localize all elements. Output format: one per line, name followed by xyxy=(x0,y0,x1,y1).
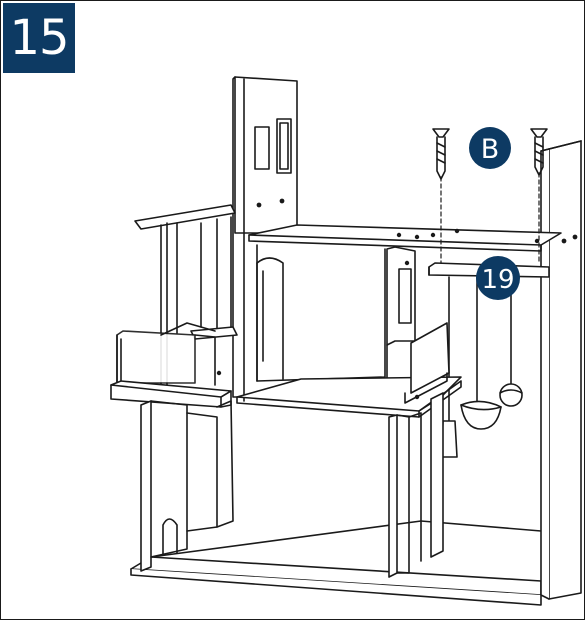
swing xyxy=(176,216,238,340)
screw-callout-label: B xyxy=(481,134,500,165)
base-plate xyxy=(130,520,542,606)
part-callout-label: 19 xyxy=(481,265,514,295)
step-number-badge: 15 xyxy=(3,3,75,73)
interior-wall xyxy=(256,244,386,382)
balcony-railing-right xyxy=(404,322,450,404)
mid-partition xyxy=(386,246,416,402)
screw-callout: B xyxy=(469,127,511,169)
hanging-lamps xyxy=(440,276,523,458)
glass-railing-left xyxy=(116,322,216,386)
screw-icon xyxy=(432,128,450,180)
ground-left-wall xyxy=(140,400,234,572)
ground-right-posts xyxy=(388,392,444,578)
part-callout: 19 xyxy=(476,256,520,300)
screw-guide-lines xyxy=(440,172,540,264)
right-wall xyxy=(540,140,582,600)
tower-wall xyxy=(232,76,298,402)
step-number: 15 xyxy=(9,10,69,66)
screw-icon xyxy=(530,128,548,176)
upper-floor xyxy=(248,224,562,252)
